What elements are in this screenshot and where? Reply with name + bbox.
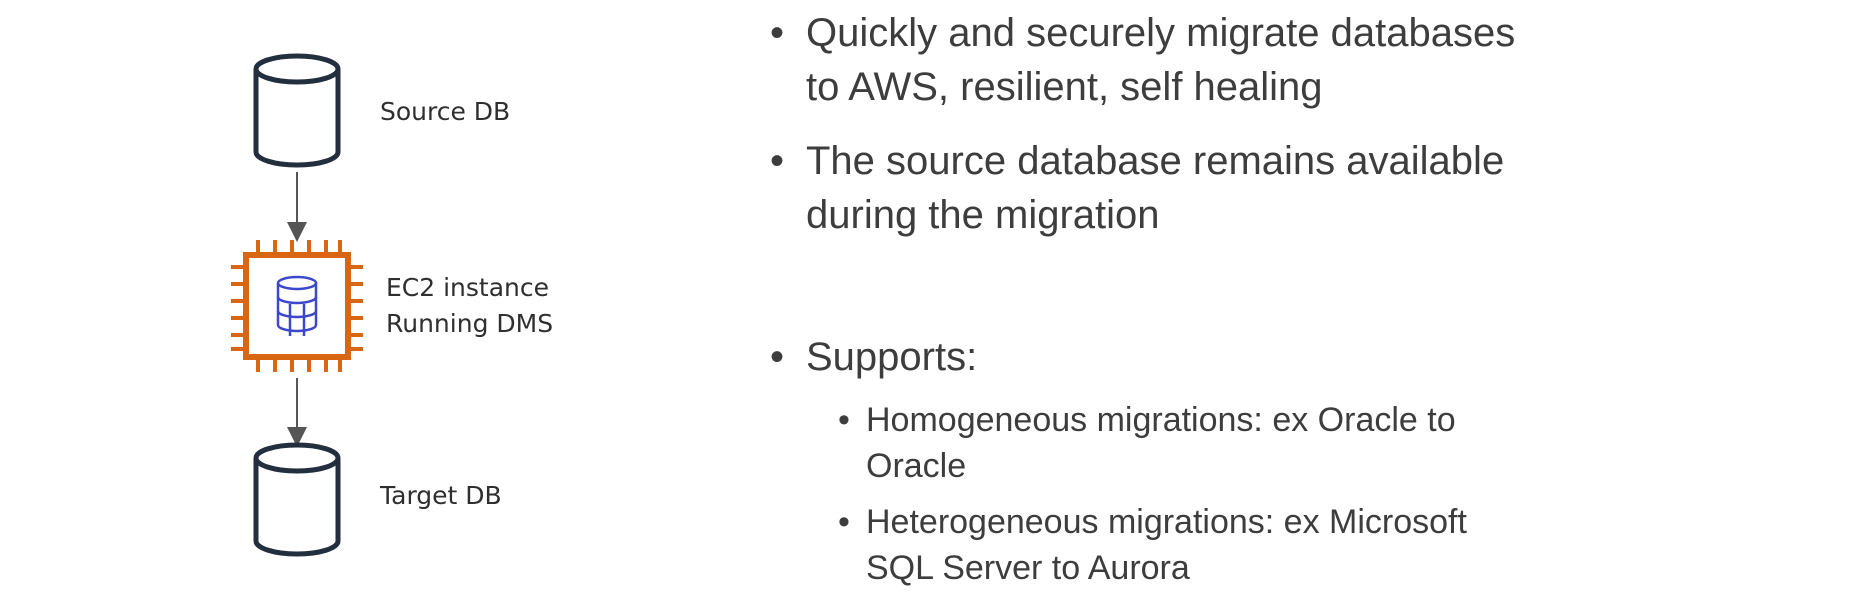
bullet-text-line: Heterogeneous migrations: ex Microsoft (866, 503, 1467, 541)
target-db-icon (253, 442, 341, 557)
bullet-text-line: SQL Server to Aurora (866, 549, 1190, 587)
bullet-dot: • (770, 335, 785, 379)
bullet-dot: • (770, 11, 785, 55)
bullet-text-line: Quickly and securely migrate databases (806, 11, 1516, 55)
bullet-dot: • (838, 503, 850, 541)
target-db-label: Target DB (380, 481, 502, 510)
source-db-icon (253, 53, 341, 168)
bullet-supports: • Supports: (770, 330, 977, 384)
bullet-text-line: The source database remains available (806, 139, 1505, 183)
dms-database-icon (276, 275, 318, 336)
diagram-graphics (231, 53, 363, 557)
instance-label-line2: Running DMS (386, 309, 554, 338)
bullet-dot: • (838, 401, 850, 439)
bullet-text-line: Oracle (866, 447, 967, 485)
bullet-text-line: during the migration (806, 193, 1160, 237)
bullet-migrate-securely: • Quickly and securely migrate databases… (770, 6, 1515, 114)
bullet-text-line: Homogeneous migrations: ex Oracle to (866, 401, 1456, 439)
bullet-source-available: • The source database remains available … (770, 134, 1504, 242)
sub-bullet-heterogeneous: • Heterogeneous migrations: ex Microsoft… (838, 499, 1467, 591)
bullet-dot: • (770, 139, 785, 183)
ec2-instance-icon (231, 240, 363, 372)
bullet-text-line: Supports: (806, 335, 978, 379)
bullet-text-line: to AWS, resilient, self healing (806, 65, 1323, 109)
instance-label-line1: EC2 instance (386, 273, 550, 302)
architecture-diagram: Source DB EC2 instance Running DMS Targe… (0, 0, 760, 596)
sub-bullet-homogeneous: • Homogeneous migrations: ex Oracle to O… (838, 397, 1456, 489)
source-db-label: Source DB (380, 97, 511, 126)
bullet-list: • Quickly and securely migrate databases… (760, 0, 1840, 596)
